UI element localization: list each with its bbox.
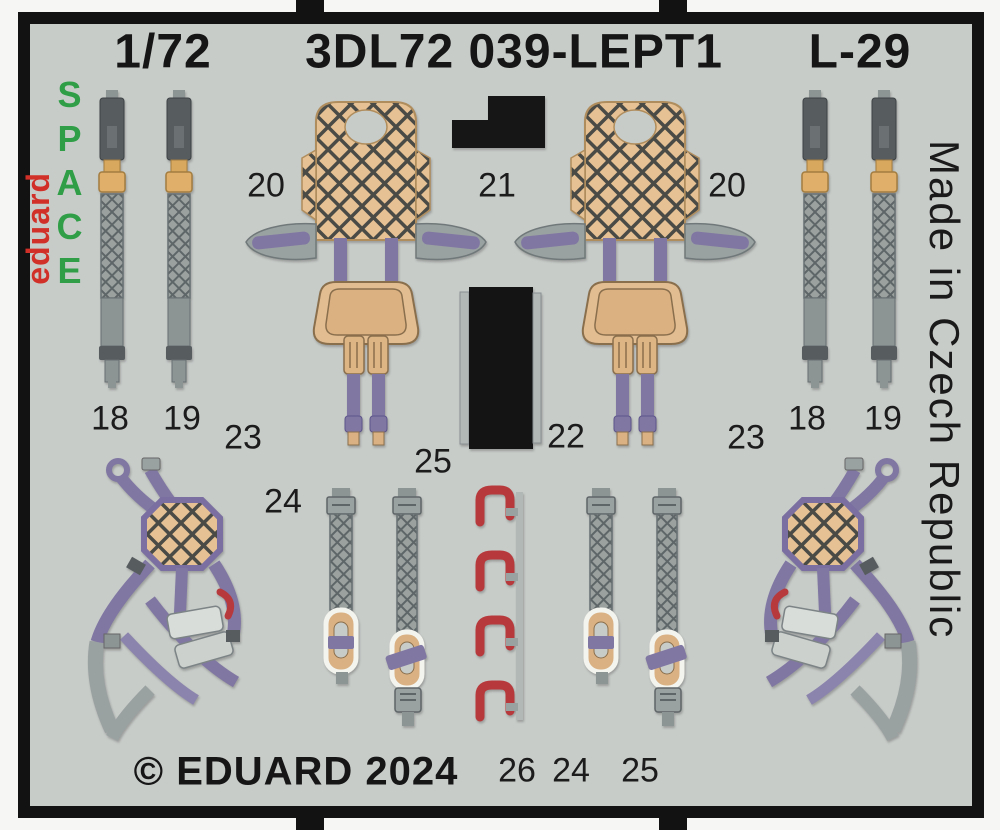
part-label-26: 26 (498, 751, 536, 790)
space-logo: SPACE (49, 74, 90, 294)
part-18-19-straps-left (98, 89, 193, 389)
part-label-23-left: 23 (224, 418, 262, 457)
part-label-24-bottom: 24 (552, 751, 590, 790)
part-23-harness-right (765, 458, 910, 738)
part-20-seat-right (514, 101, 756, 446)
part-label-25-bottom: 25 (621, 751, 659, 790)
copyright-label: © EDUARD 2024 (133, 749, 459, 794)
part-label-21: 21 (478, 166, 516, 205)
part-label-18-right: 18 (788, 399, 826, 438)
part-label-23-right: 23 (727, 418, 765, 457)
scale-label: 1/72 (114, 25, 212, 79)
fret-tab-bottom-left (296, 814, 324, 830)
part-label-18-left: 18 (91, 399, 129, 438)
part-label-19-right: 19 (864, 399, 902, 438)
product-code: 3DL72 039-LEPT1 (305, 25, 723, 79)
part-label-22: 22 (547, 417, 585, 456)
part-label-20-right: 20 (708, 166, 746, 205)
part-23-harness-left (95, 458, 240, 738)
part-label-19-left: 19 (163, 399, 201, 438)
part-24-25-straps-right (586, 488, 687, 726)
made-in-label: Made in Czech Republic (921, 140, 968, 640)
part-26-hooks (480, 490, 523, 720)
fret-tab-top-right (659, 0, 687, 16)
fret-tab-top-left (296, 0, 324, 16)
part-24-25-straps-left (326, 488, 427, 726)
part-label-24-left: 24 (264, 482, 302, 521)
part-label-20-left: 20 (247, 166, 285, 205)
part-18-19-straps-right (801, 89, 898, 389)
aircraft-label: L-29 (808, 25, 912, 79)
fret-tab-bottom-right (659, 814, 687, 830)
part-22-panel (459, 287, 542, 449)
part-20-seat-left (245, 101, 487, 446)
part-21-bracket (452, 96, 545, 148)
part-label-25-mid: 25 (414, 442, 452, 481)
